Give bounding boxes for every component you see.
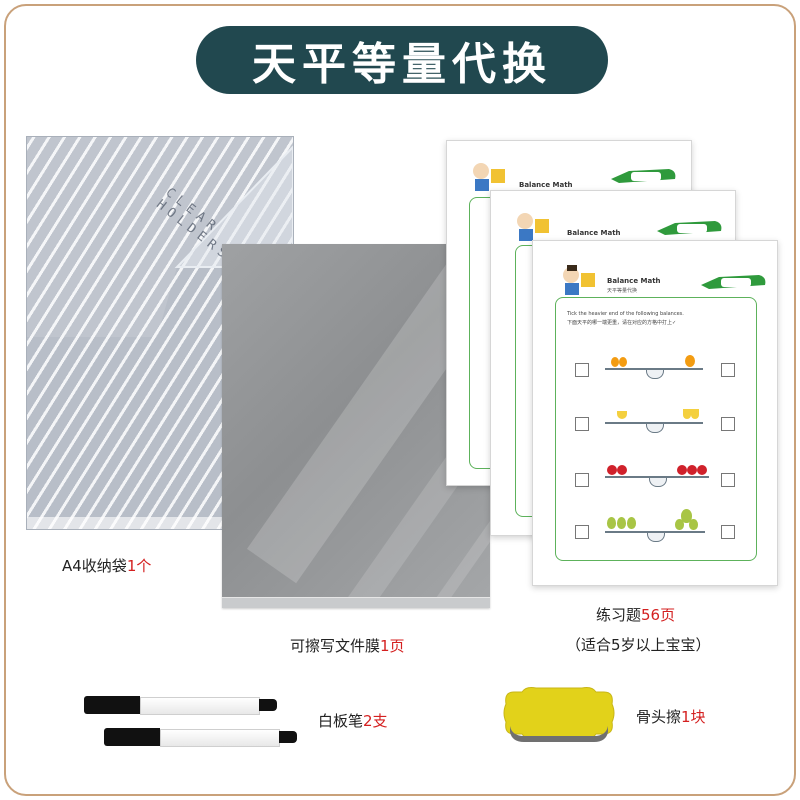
apple-icon: [677, 465, 687, 475]
worksheet-age-note: （适合5岁以上宝宝）: [566, 636, 711, 654]
worksheet-subtitle: 天平等量代换: [607, 288, 638, 294]
pear-icon: [675, 519, 684, 530]
kid-icon: [563, 265, 595, 295]
apple-icon: [617, 465, 627, 475]
bone-eraser-icon: [503, 687, 615, 742]
answer-checkbox-right[interactable]: [721, 525, 735, 539]
answer-checkbox-right[interactable]: [721, 417, 735, 431]
banana-icon: [691, 409, 699, 419]
balance-beam: [605, 531, 705, 533]
balance-beam: [605, 422, 703, 424]
answer-checkbox-right[interactable]: [721, 363, 735, 377]
apple-icon: [687, 465, 697, 475]
banana-icon: [683, 409, 691, 419]
answer-checkbox-left[interactable]: [575, 363, 589, 377]
apple-icon: [607, 465, 617, 475]
film-caption: 可擦写文件膜1页: [290, 637, 405, 655]
marker-caption: 白板笔2支: [318, 712, 388, 730]
pear-icon: [681, 509, 692, 523]
pear-icon: [627, 517, 636, 529]
worksheet-page-front: Balance Math 天平等量代换 Tick the heavier end…: [532, 240, 778, 586]
answer-checkbox-right[interactable]: [721, 473, 735, 487]
orange-icon: [685, 355, 695, 367]
instruction-en: Tick the heavier end of the following ba…: [567, 311, 684, 317]
balance-beam: [605, 368, 703, 370]
worksheet-title: Balance Math: [607, 277, 661, 285]
worksheet-title: Balance Math: [567, 229, 621, 237]
pear-icon: [607, 517, 616, 529]
balance-beam: [605, 476, 709, 478]
answer-checkbox-left[interactable]: [575, 417, 589, 431]
worksheet-content-frame: [555, 297, 757, 561]
instruction-cn: 下面天平的哪一端更重，请在对应的方格中打上✓: [567, 320, 677, 326]
pear-icon: [617, 517, 626, 529]
orange-icon: [611, 357, 619, 367]
crocodile-icon: [611, 169, 676, 183]
crocodile-icon: [701, 275, 766, 289]
bag-caption: A4收纳袋1个: [62, 557, 152, 575]
whiteboard-marker: [104, 728, 298, 747]
page-title: 天平等量代换: [196, 26, 608, 94]
film-edge: [222, 597, 490, 608]
worksheet-title: Balance Math: [519, 181, 573, 189]
eraser-caption: 骨头擦1块: [636, 708, 706, 726]
orange-icon: [619, 357, 627, 367]
banana-icon: [617, 411, 627, 419]
kid-icon: [473, 163, 505, 191]
worksheet-caption: 练习题56页: [596, 606, 676, 624]
crocodile-icon: [657, 221, 722, 235]
kid-icon: [517, 213, 549, 241]
answer-checkbox-left[interactable]: [575, 473, 589, 487]
whiteboard-marker: [84, 696, 278, 715]
answer-checkbox-left[interactable]: [575, 525, 589, 539]
apple-icon: [697, 465, 707, 475]
pear-icon: [689, 519, 698, 530]
erasable-film-sheet: [222, 244, 490, 608]
check-mark-icon: ✓: [672, 320, 677, 326]
